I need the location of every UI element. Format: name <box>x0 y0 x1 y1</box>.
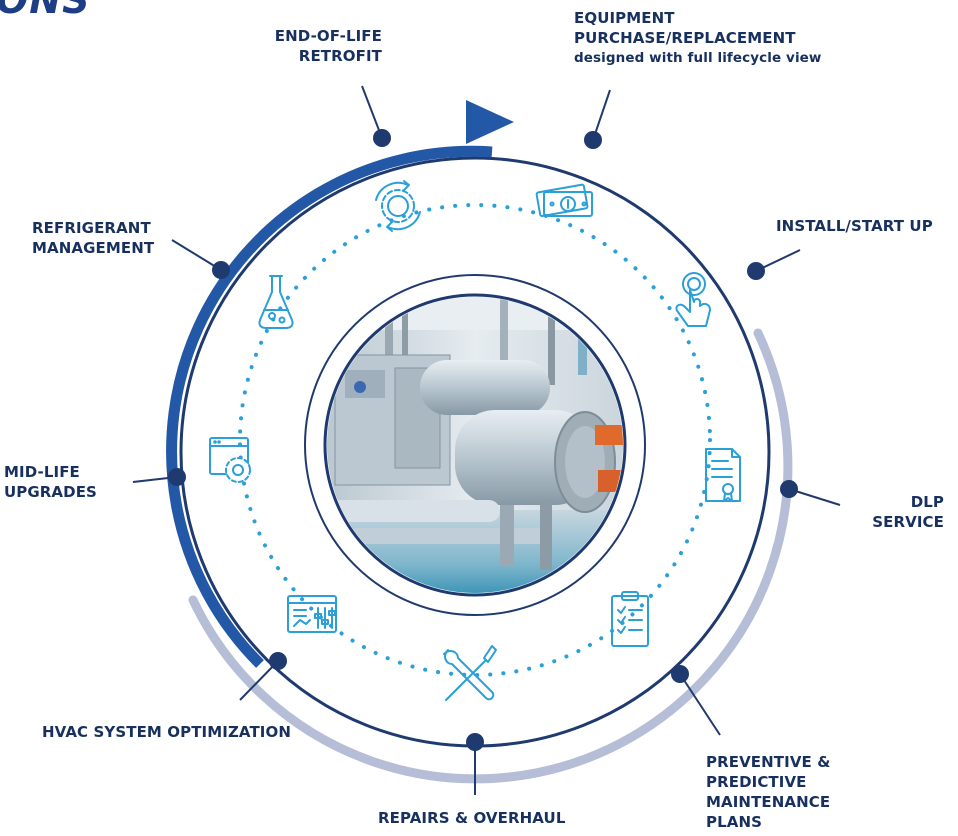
dotted-inner-ring <box>238 203 712 677</box>
label-preventive-predictive: PREVENTIVE & PREDICTIVE MAINTENANCE PLAN… <box>706 752 830 832</box>
label-hvac-optimization: HVAC SYSTEM OPTIMIZATION <box>42 722 291 742</box>
page-heading-fragment: ONS <box>0 0 91 22</box>
node-end-of-life <box>373 129 391 147</box>
label-end-of-life-line1: END-OF-LIFE <box>274 27 382 45</box>
money-icon <box>535 183 593 218</box>
label-dlp-line1: DLP <box>910 493 944 511</box>
label-install-start-up: INSTALL/START UP <box>776 216 933 236</box>
label-preventive-line2: PREDICTIVE <box>706 773 807 791</box>
label-repairs-line1: REPAIRS & OVERHAUL <box>378 809 566 827</box>
settings-window-icon <box>209 437 251 483</box>
node-equipment <box>584 131 602 149</box>
tap-hand-icon <box>675 272 711 327</box>
lifecycle-nodes <box>168 129 798 751</box>
node-dlp <box>780 480 798 498</box>
label-preventive-line3: MAINTENANCE <box>706 793 831 811</box>
node-midlife <box>168 468 186 486</box>
label-midlife-line2: UPGRADES <box>4 483 97 501</box>
tools-icon <box>443 645 497 701</box>
node-preventive <box>671 665 689 683</box>
label-refrigerant-line1: REFRIGERANT <box>32 219 151 237</box>
label-mid-life-upgrades: MID-LIFE UPGRADES <box>4 462 97 502</box>
label-equipment-purchase: EQUIPMENT PURCHASE/REPLACEMENT designed … <box>574 8 822 68</box>
node-repairs <box>466 733 484 751</box>
checklist-icon <box>611 591 649 647</box>
node-install <box>747 262 765 280</box>
label-install-line1: INSTALL/START UP <box>776 217 933 235</box>
retrofit-gear-cycle-icon <box>375 180 421 232</box>
analytics-dashboard-icon <box>287 595 337 633</box>
label-dlp-line2: SERVICE <box>872 513 944 531</box>
progress-arrow-head <box>466 100 514 144</box>
label-dlp-service: DLP SERVICE <box>820 492 944 532</box>
label-equipment-line2: PURCHASE/REPLACEMENT <box>574 29 796 47</box>
progress-arrow-arc <box>166 145 493 668</box>
node-hvac <box>269 652 287 670</box>
certificate-icon <box>705 448 741 502</box>
label-refrigerant-line2: MANAGEMENT <box>32 239 155 257</box>
node-refrigerant <box>212 261 230 279</box>
label-preventive-line1: PREVENTIVE & <box>706 753 831 771</box>
label-refrigerant-management: REFRIGERANT MANAGEMENT <box>32 218 154 258</box>
label-preventive-line4: PLANS <box>706 813 763 831</box>
label-hvac-line1: HVAC SYSTEM OPTIMIZATION <box>42 723 291 741</box>
label-equipment-line1: EQUIPMENT <box>574 9 675 27</box>
label-equipment-line3: designed with full lifecycle view <box>574 50 822 66</box>
label-midlife-line1: MID-LIFE <box>4 463 80 481</box>
label-end-of-life-retrofit: END-OF-LIFE RETROFIT <box>262 26 382 66</box>
flask-icon <box>258 275 294 329</box>
label-end-of-life-line2: RETROFIT <box>298 47 382 65</box>
label-repairs-overhaul: REPAIRS & OVERHAUL <box>378 808 565 828</box>
